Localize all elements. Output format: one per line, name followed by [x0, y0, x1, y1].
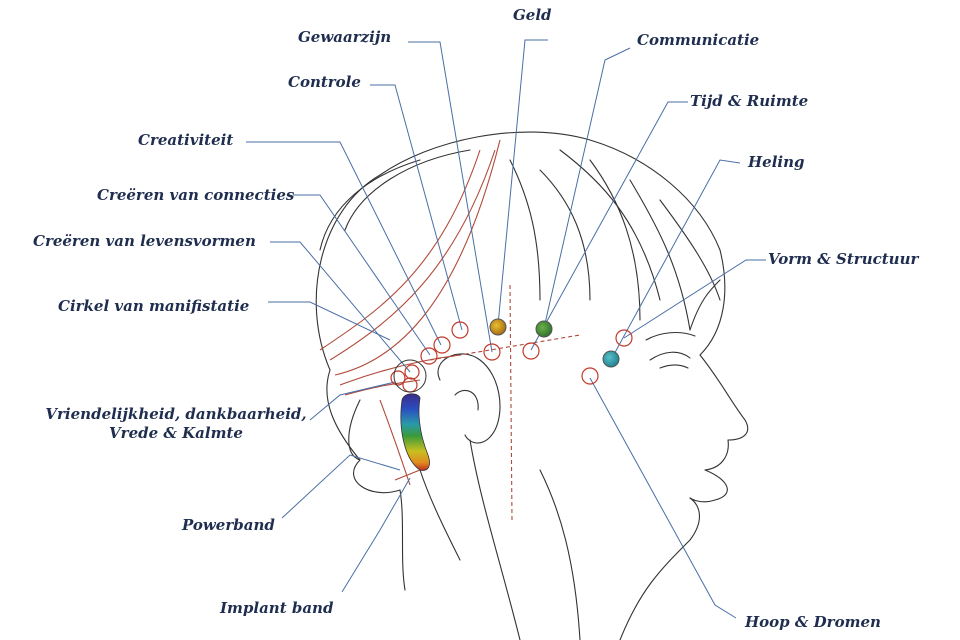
- leader-cirkel: [268, 301, 391, 341]
- leader-lines: [246, 39, 766, 619]
- leader-vriendelijkheid: [309, 381, 396, 421]
- leader-hoop-dromen: [589, 377, 737, 619]
- leader-vorm-structuur: [623, 259, 766, 339]
- point-creativiteit: [433, 336, 451, 354]
- head-outline: [315, 131, 749, 640]
- leader-powerband: [281, 454, 401, 519]
- label-tijd-ruimte: Tijd & Ruimte: [690, 92, 809, 110]
- point-cirkel-manifistatie: [390, 370, 406, 386]
- leader-creeren-connecties: [293, 194, 431, 356]
- point-gewaarzijn: [483, 343, 501, 361]
- point-creeren-levensvormen: [404, 364, 420, 380]
- vriendelijkheid-outer-circle: [393, 359, 427, 393]
- label-heling: Heling: [748, 153, 805, 171]
- points-layer: [390, 318, 633, 393]
- dashed-lines: [429, 284, 581, 521]
- leader-controle: [370, 84, 463, 331]
- label-creeren-levensvormen: Creëren van levensvormen: [33, 232, 256, 250]
- label-implant-band: Implant band: [220, 599, 334, 617]
- label-gewaarzijn: Gewaarzijn: [298, 28, 392, 46]
- leader-creeren-levensvormen: [270, 241, 411, 373]
- point-controle: [451, 321, 469, 339]
- point-vorm-structuur: [602, 350, 620, 368]
- point-hoop-dromen: [581, 367, 599, 385]
- label-communicatie: Communicatie: [637, 31, 760, 49]
- label-vriendelijkheid: Vriendelijkheid, dankbaarheid, Vrede & K…: [45, 405, 307, 443]
- leader-geld: [497, 39, 548, 326]
- label-creeren-connecties: Creëren van connecties: [97, 186, 295, 204]
- leader-implant: [341, 477, 411, 593]
- hair-strand-lines: [319, 139, 501, 486]
- label-creativiteit: Creativiteit: [138, 131, 234, 149]
- label-vriendelijkheid-line1: Vriendelijkheid, dankbaarheid,: [45, 405, 307, 423]
- label-powerband: Powerband: [182, 516, 275, 534]
- label-geld: Geld: [513, 6, 552, 24]
- point-heling: [615, 329, 633, 347]
- leader-heling: [611, 159, 741, 359]
- leader-creativiteit: [246, 141, 442, 346]
- label-cirkel-manifistatie: Cirkel van manifistatie: [58, 297, 250, 315]
- leader-communicatie: [543, 47, 631, 329]
- leader-gewaarzijn: [408, 41, 493, 353]
- point-vriendelijkheid: [402, 377, 418, 393]
- label-vorm-structuur: Vorm & Structuur: [768, 250, 919, 268]
- point-creeren-connecties: [420, 347, 438, 365]
- point-communicatie: [535, 320, 553, 338]
- leader-tijd-ruimte: [530, 101, 688, 351]
- label-hoop-dromen: Hoop & Dromen: [745, 613, 881, 631]
- point-geld: [489, 318, 507, 336]
- label-controle: Controle: [288, 73, 361, 91]
- label-vriendelijkheid-line2: Vrede & Kalmte: [109, 424, 243, 442]
- point-tijd-ruimte: [522, 342, 540, 360]
- powerband-shape: [400, 393, 430, 471]
